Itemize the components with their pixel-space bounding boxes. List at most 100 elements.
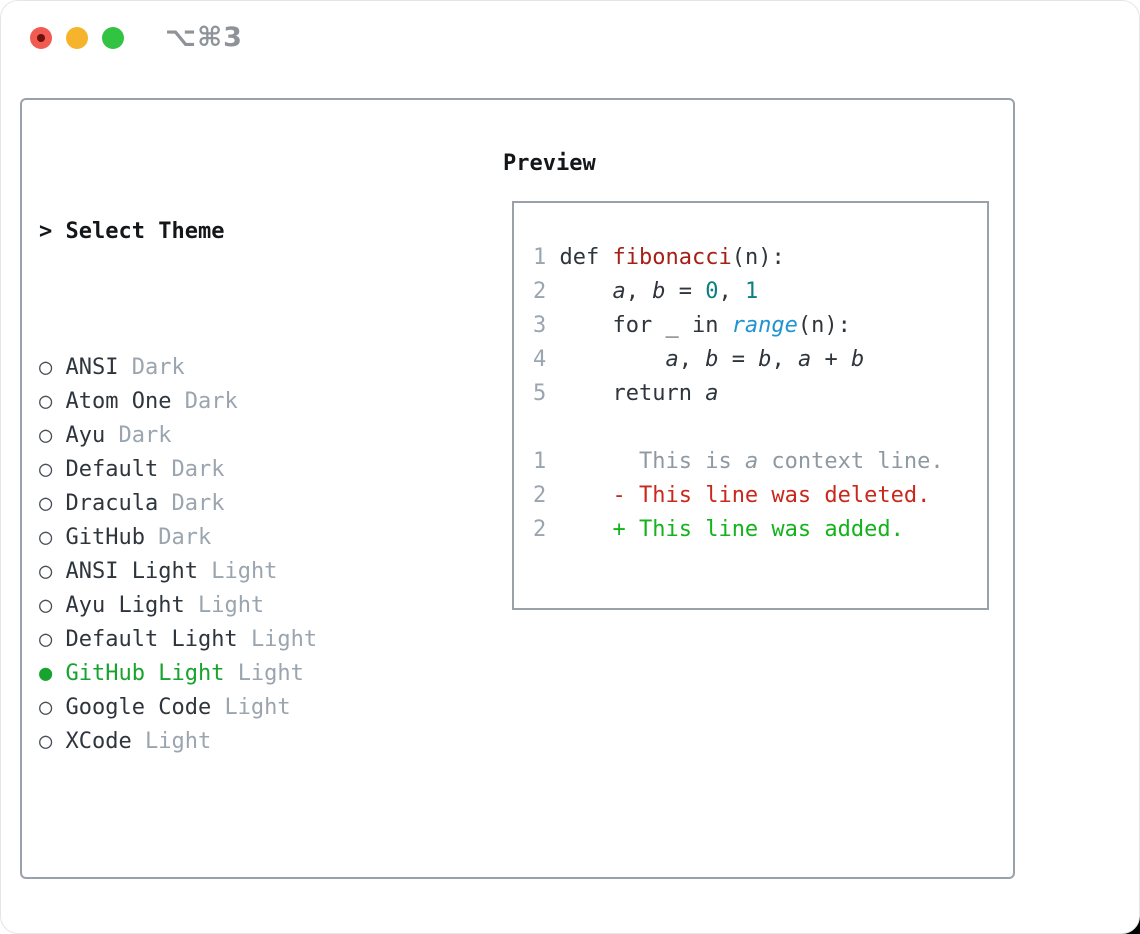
unselected-radio-icon: ○	[39, 457, 53, 482]
theme-variant: Light	[211, 559, 278, 584]
theme-variant: Light	[237, 661, 304, 686]
preview-header: Preview	[503, 151, 596, 176]
code-line-8: 2 - This line was deleted.	[533, 479, 944, 513]
code-token: - This line was deleted.	[612, 483, 931, 508]
code-token: for _ in	[559, 313, 732, 338]
code-token: This is	[559, 449, 745, 474]
theme-name: Atom One	[52, 389, 185, 414]
theme-variant: Light	[144, 729, 212, 754]
code-token: a	[705, 381, 719, 406]
theme-variant: Light	[250, 627, 318, 652]
code-token: ,	[678, 347, 706, 372]
code-token: ,	[625, 279, 653, 304]
code-line-7: 1 This is a context line.	[533, 445, 944, 479]
unselected-radio-icon: ○	[39, 525, 53, 550]
theme-option-github-light[interactable]: ● GitHub Light Light	[39, 657, 410, 691]
unselected-radio-icon: ○	[39, 389, 53, 414]
code-line-3: 3 for _ in range(n):	[533, 309, 944, 343]
code-token: + This line was added.	[612, 517, 904, 542]
theme-list: ○ ANSI Dark○ Atom One Dark○ Ayu Dark○ De…	[39, 351, 410, 759]
theme-variant: Dark	[158, 525, 212, 550]
unsaved-dot-icon	[37, 34, 45, 42]
theme-variant: Dark	[118, 423, 172, 448]
theme-name: Ayu	[52, 423, 119, 448]
code-line-5: 5 return a	[533, 377, 944, 411]
code-token: a	[797, 347, 812, 372]
theme-name: XCode	[52, 729, 145, 754]
code-token	[560, 483, 613, 508]
code-token: def	[559, 245, 613, 270]
unselected-radio-icon: ○	[39, 559, 53, 584]
code-token: ,	[771, 347, 798, 372]
theme-name: GitHub	[52, 525, 159, 550]
line-number: 1	[533, 449, 560, 474]
code-token	[560, 279, 613, 304]
select-theme-label: Select Theme	[65, 219, 225, 244]
close-button[interactable]	[30, 27, 52, 49]
zoom-button[interactable]	[102, 27, 124, 49]
code-token: 0	[705, 279, 719, 304]
code-token: fibonacci	[612, 245, 732, 270]
theme-option-github[interactable]: ○ GitHub Dark	[39, 521, 410, 555]
unselected-radio-icon: ○	[39, 355, 53, 380]
unselected-radio-icon: ○	[39, 627, 53, 652]
code-token: =	[665, 279, 706, 304]
line-number: 2	[533, 483, 560, 508]
theme-option-ayu[interactable]: ○ Ayu Dark	[39, 419, 410, 453]
unselected-radio-icon: ○	[39, 729, 53, 754]
line-number: 5	[533, 381, 560, 406]
theme-name: GitHub Light	[52, 661, 238, 686]
theme-picker-panel: > Select Theme ○ ANSI Dark○ Atom One Dar…	[20, 98, 1015, 879]
code-line-1: 1 def fibonacci(n):	[533, 241, 944, 275]
code-token: ,	[718, 279, 745, 304]
line-number: 4	[533, 347, 560, 372]
code-token: a	[665, 347, 679, 372]
theme-option-default-light[interactable]: ○ Default Light Light	[39, 623, 410, 657]
line-number: 2	[533, 517, 560, 542]
code-token: 1	[744, 279, 759, 304]
theme-name: ANSI	[52, 355, 132, 380]
theme-name: Dracula	[52, 491, 172, 516]
unselected-radio-icon: ○	[39, 491, 53, 516]
theme-option-ansi[interactable]: ○ ANSI Dark	[39, 351, 410, 385]
selected-radio-icon: ●	[39, 661, 53, 686]
code-token: b	[850, 347, 865, 372]
code-token	[560, 347, 666, 372]
theme-variant: Dark	[184, 389, 238, 414]
unselected-radio-icon: ○	[39, 695, 53, 720]
code-token	[560, 517, 613, 542]
theme-option-ayu-light[interactable]: ○ Ayu Light Light	[39, 589, 410, 623]
unselected-radio-icon: ○	[39, 593, 53, 618]
code-line-2: 2 a, b = 0, 1	[533, 275, 944, 309]
theme-option-dracula[interactable]: ○ Dracula Dark	[39, 487, 410, 521]
code-token: b	[705, 347, 719, 372]
theme-name: Default Light	[52, 627, 251, 652]
line-number: 2	[533, 279, 560, 304]
spacer	[39, 861, 410, 895]
line-number: 1	[533, 245, 560, 270]
minimize-button[interactable]	[66, 27, 88, 49]
theme-option-default[interactable]: ○ Default Dark	[39, 453, 410, 487]
theme-option-google-code[interactable]: ○ Google Code Light	[39, 691, 410, 725]
code-token: a	[744, 449, 759, 474]
code-token: a	[612, 279, 626, 304]
theme-name: Google Code	[52, 695, 225, 720]
code-token: +	[811, 347, 851, 372]
theme-option-xcode[interactable]: ○ XCode Light	[39, 725, 410, 759]
theme-variant: Light	[224, 695, 291, 720]
code-token: =	[718, 347, 759, 372]
theme-name: ANSI Light	[52, 559, 212, 584]
theme-name: Default	[52, 457, 172, 482]
theme-variant: Light	[197, 593, 265, 618]
left-column: > Select Theme ○ ANSI Dark○ Atom One Dar…	[39, 147, 410, 933]
theme-name: Ayu Light	[52, 593, 198, 618]
code-token: b	[652, 279, 666, 304]
code-token: (n):	[731, 245, 785, 270]
theme-option-atom-one[interactable]: ○ Atom One Dark	[39, 385, 410, 419]
theme-option-ansi-light[interactable]: ○ ANSI Light Light	[39, 555, 410, 589]
code-blank-line	[533, 411, 944, 445]
